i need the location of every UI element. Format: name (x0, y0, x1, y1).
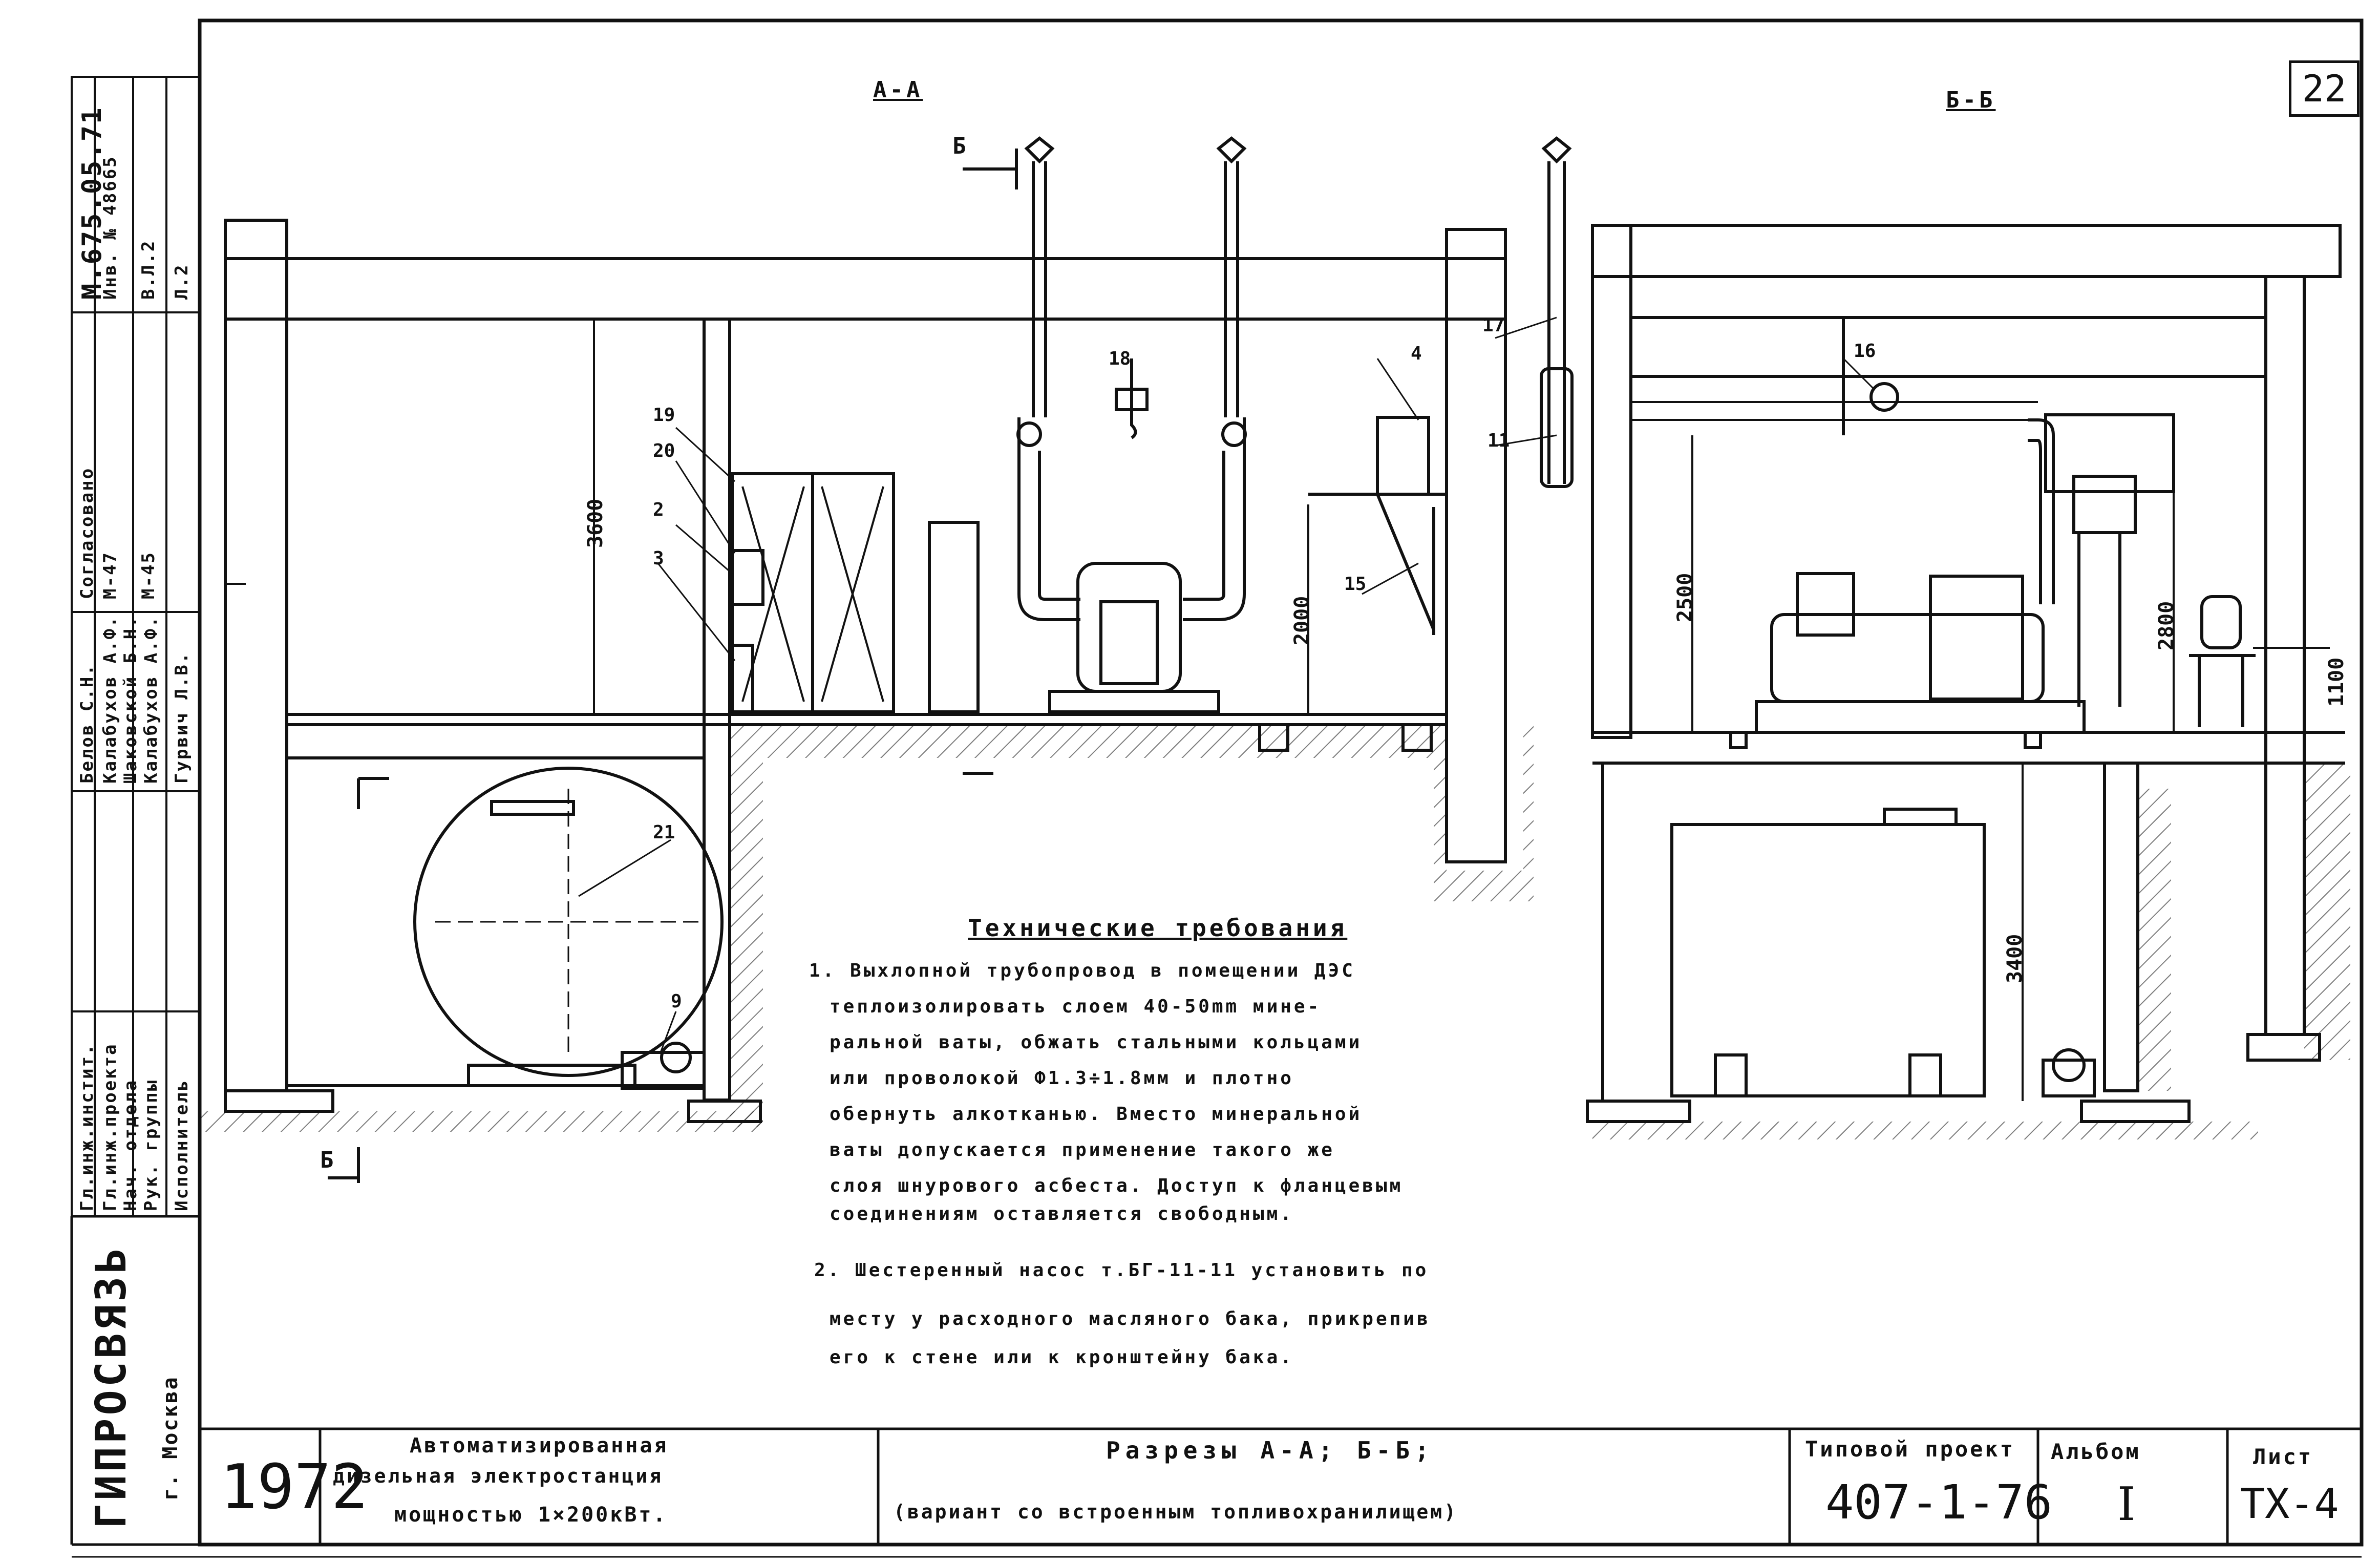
sheet-title-line-2: (вариант со встроенным топливохранилищем… (894, 1501, 1458, 1523)
agreed-m47: М-47 (100, 551, 120, 599)
callout-3: 3 (653, 548, 664, 569)
dim-aa-bracket: 2000 (1290, 596, 1314, 645)
signer-name: Калабухов А.Ф. (100, 615, 120, 784)
section-aa-title: А-А (873, 77, 923, 103)
requirement-line: 2. Шестеренный насос т.БГ-11-11 установи… (814, 1260, 1429, 1281)
description-line-1: Автоматизированная (410, 1434, 669, 1458)
requirement-line: слоя шнурового асбеста. Доступ к фланцев… (830, 1175, 1404, 1196)
requirement-line: обернуть алкотканью. Вместо минеральной (830, 1104, 1363, 1125)
sheet-code: ТХ-4 (2240, 1480, 2339, 1528)
dim-bb-lower: 3400 (2003, 934, 2027, 983)
role-head-department: Нач. отдела (120, 1079, 141, 1211)
sheet-number: 22 (2289, 60, 2360, 117)
leader-lines (578, 316, 1875, 1053)
requirement-line: ральной ваты, обжать стальными кольцами (830, 1032, 1363, 1053)
dim-bb-right: 2800 (2155, 601, 2178, 650)
requirements-title: Технические требования (968, 914, 1348, 942)
requirement-line: теплоизолировать слоем 40-50mm мине- (830, 996, 1322, 1017)
description-line-3: мощностью 1×200кВт. (394, 1503, 668, 1527)
section-cut-marks (328, 149, 1018, 1183)
project-label: Типовой проект (1805, 1437, 2015, 1462)
signer-name: Калабухов А.Ф. (141, 615, 161, 784)
signer-name: Белов С.Н. (77, 663, 97, 784)
requirement-line: 1. Выхлопной трубопровод в помещении ДЭС (809, 960, 1355, 981)
dim-aa-height: 3600 (584, 498, 607, 548)
sheet-ref-1: В.Л.2 (138, 239, 159, 300)
organization-name: ГИПРОСВЯЗЬ (87, 1245, 136, 1529)
agreed-label: Согласовано (77, 467, 97, 599)
requirement-line: его к стене или к кронштейну бака. (830, 1347, 1294, 1368)
requirement-line: соединениям оставляется свободным. (830, 1203, 1294, 1224)
requirement-line: или проволокой Ф1.3÷1.8мм и плотно (830, 1068, 1294, 1089)
callout-20: 20 (653, 440, 675, 461)
callout-11: 11 (1488, 430, 1510, 451)
agreed-m45: М-45 (138, 551, 159, 599)
section-aa-structure (224, 219, 1507, 1123)
requirement-line: ваты допускается применение такого же (830, 1139, 1335, 1160)
album-label: Альбом (2051, 1439, 2141, 1464)
cut-mark-bottom-label: Б (320, 1147, 334, 1173)
sidebar-grid (71, 76, 201, 1217)
sheet-label: Лист (2253, 1444, 2313, 1469)
callout-19: 19 (653, 405, 675, 426)
signer-name: Шаковской Б.Н. (120, 615, 141, 784)
cut-mark-top-label: Б (952, 133, 966, 159)
callout-16: 16 (1854, 341, 1876, 362)
sheet-ref-2: Л.2 (172, 263, 192, 300)
callout-2: 2 (653, 499, 664, 520)
callout-4: 4 (1411, 343, 1422, 364)
callout-17: 17 (1482, 315, 1505, 336)
requirement-line: месту у расходного масляного бака, прикр… (830, 1308, 1431, 1329)
section-bb-structure (1586, 224, 2345, 1123)
section-bb-title: Б-Б (1946, 87, 1996, 113)
equipment-aa (413, 416, 1447, 1090)
year: 1972 (220, 1452, 368, 1523)
callout-18: 18 (1109, 348, 1131, 369)
dim-bb-left: 2500 (1673, 573, 1697, 622)
role-chief-engineer-project: Гл.инж.проекта (100, 1043, 120, 1211)
role-executor: Исполнитель (172, 1079, 192, 1211)
sheet-title-line-1: Разрезы А-А; Б-Б; (1106, 1437, 1434, 1464)
callout-15: 15 (1344, 574, 1367, 595)
callout-9: 9 (671, 991, 682, 1012)
dim-bb-small: 1100 (2325, 657, 2348, 707)
dimension-lines (573, 318, 2330, 1101)
ground-hatch-bb (1592, 763, 2350, 1139)
project-number: 407-1-76 (1825, 1475, 2053, 1530)
equipment-bb (1631, 318, 2256, 734)
exhaust-pipes-aa (1016, 136, 1574, 621)
organization-city: г. Москва (159, 1376, 182, 1501)
ground-hatch-aa (200, 725, 1534, 1132)
callout-21: 21 (653, 822, 675, 843)
inventory-number: Инв. № 48665 (100, 155, 120, 300)
role-chief-engineer-institute: Гл.инж.инстит. (77, 1043, 97, 1211)
title-block-grid (200, 1427, 2362, 1545)
signer-name: Гурвич Л.В. (172, 651, 192, 784)
role-group-lead: Рук. группы (141, 1079, 161, 1211)
album-number: I (2117, 1477, 2136, 1531)
description-line-2: дизельная электростанция (333, 1465, 664, 1487)
